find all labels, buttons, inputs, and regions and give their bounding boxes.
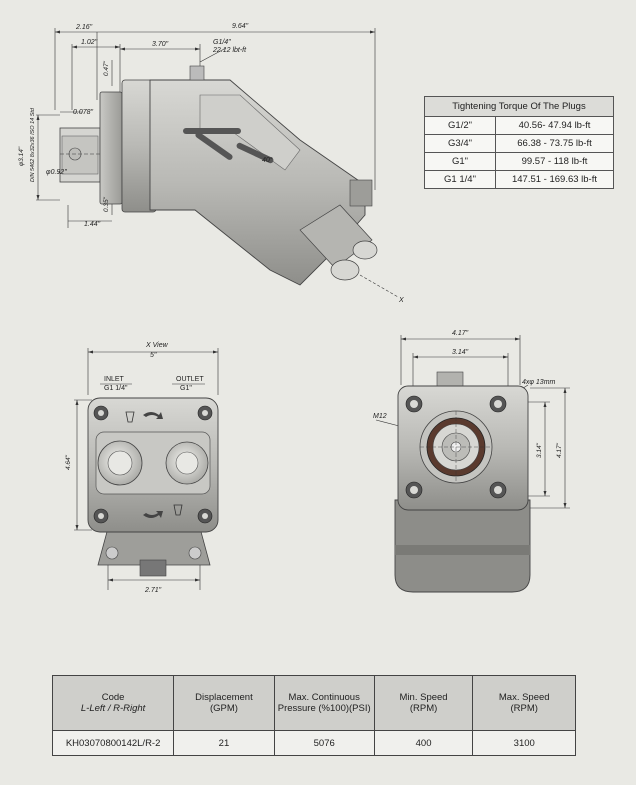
header-max-speed: Max. Speed (RPM) xyxy=(472,675,576,731)
x-view-bottom-width: 2.71" xyxy=(144,587,162,594)
table-row: KH03070800142L/R-2 21 5076 400 3100 xyxy=(51,730,576,756)
torque-port: G3/4" xyxy=(424,134,496,153)
front-view: 4.17" 3.14" 4xφ 13mm M12 3.14" 4.17" xyxy=(373,330,570,593)
torque-table-title: Tightening Torque Of The Plugs xyxy=(424,96,614,117)
header-pressure: Max. Continuous Pressure (%100)(PSI) xyxy=(273,675,375,731)
x-view-height: 4.64" xyxy=(65,454,72,470)
dim-key-width: 0.078" xyxy=(73,109,94,116)
front-hole-spacing-v: 3.14" xyxy=(536,442,543,458)
front-thread: M12 xyxy=(373,413,387,420)
dim-plug-torque: 22.12 lbt-ft xyxy=(212,47,247,54)
inlet-size: G1 1/4" xyxy=(104,385,128,392)
dim-shaft-dia: φ3.14" xyxy=(18,146,25,166)
torque-value: 147.51 - 169.63 lb-ft xyxy=(495,170,614,189)
dim-overall-length: 9.64" xyxy=(232,23,249,30)
dim-angle: 40° xyxy=(262,156,273,164)
header-min-speed: Min. Speed (RPM) xyxy=(373,675,474,731)
torque-value: 40.56- 47.94 lb-ft xyxy=(495,116,614,135)
torque-value: 99.57 - 118 lb-ft xyxy=(495,152,614,171)
table-row: G1/2" 40.56- 47.94 lb-ft xyxy=(424,116,614,135)
cell-code: KH03070800142L/R-2 xyxy=(51,730,175,756)
cell-min-speed: 400 xyxy=(373,730,474,756)
x-view-title: X View xyxy=(145,342,169,349)
dim-flange-len: 1.44" xyxy=(84,221,101,228)
side-view: 2.16" 9.64" 1.02" 3.70" G1/4" 22.12 lbt-… xyxy=(18,23,404,304)
header-displacement: Displacement (GPM) xyxy=(173,675,275,731)
table-row: G1 1/4" 147.51 - 169.63 lb-ft xyxy=(424,170,614,189)
front-overall-width: 4.17" xyxy=(452,330,469,337)
dim-left-offset: 2.16" xyxy=(75,24,93,31)
dim-port-offset: 1.02" xyxy=(81,39,98,46)
dim-shaft-inner: φ0.92" xyxy=(46,169,67,176)
spec-table: Code L-Left / R-Right Displacement (GPM)… xyxy=(51,675,576,756)
dim-flange-thk: 0.35" xyxy=(103,196,110,212)
axis-x-label: X xyxy=(398,297,404,304)
dim-body-length: 3.70" xyxy=(152,41,169,48)
x-view: X View 5" INLET G1 1/4" OUTLET G1" 4.64"… xyxy=(65,342,219,594)
dim-top-height: 0.47" xyxy=(103,60,110,76)
cell-displacement: 21 xyxy=(173,730,275,756)
table-row: G3/4" 66.38 - 73.75 lb-ft xyxy=(424,134,614,153)
torque-table: Tightening Torque Of The Plugs G1/2" 40.… xyxy=(424,96,614,189)
front-hole-spacing: 3.14" xyxy=(452,349,469,356)
outlet-label: OUTLET xyxy=(176,376,204,383)
x-view-width: 5" xyxy=(150,352,157,359)
cell-max-speed: 3100 xyxy=(472,730,576,756)
inlet-label: INLET xyxy=(104,376,125,383)
table-row: G1" 99.57 - 118 lb-ft xyxy=(424,152,614,171)
dim-spline: DIN 5462 8x32x36 ISO 14 Std xyxy=(30,107,36,182)
header-code: Code L-Left / R-Right xyxy=(51,675,175,731)
torque-port: G1" xyxy=(424,152,496,171)
outlet-size: G1" xyxy=(180,385,192,392)
torque-value: 66.38 - 73.75 lb-ft xyxy=(495,134,614,153)
torque-port: G1 1/4" xyxy=(424,170,496,189)
dim-plug: G1/4" xyxy=(213,39,231,46)
front-holes: 4xφ 13mm xyxy=(522,379,556,386)
torque-port: G1/2" xyxy=(424,116,496,135)
front-overall-height: 4.17" xyxy=(556,442,563,458)
cell-pressure: 5076 xyxy=(273,730,375,756)
